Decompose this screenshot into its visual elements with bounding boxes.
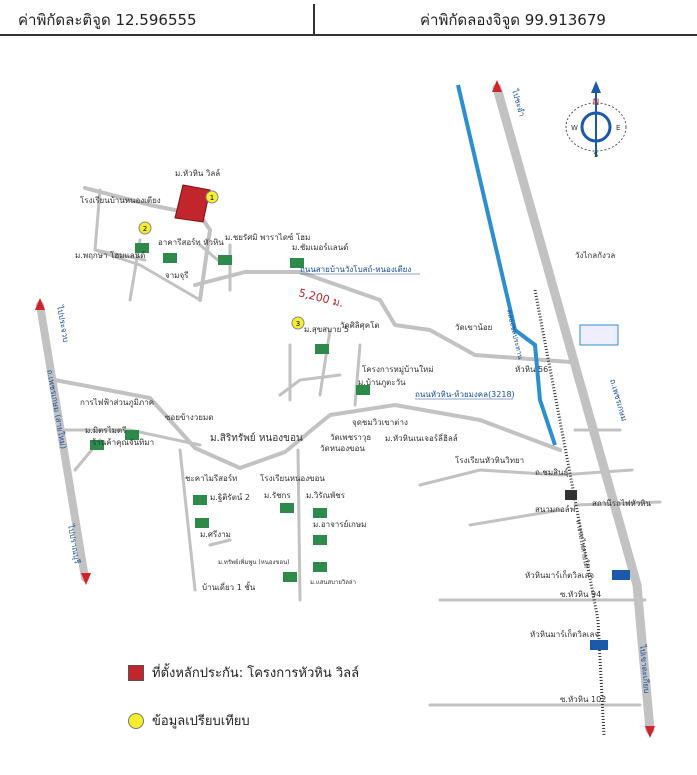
latitude-label: ค่าพิกัดละติจูด 12.596555: [18, 11, 197, 29]
label-p14: จุดชมวิวเขาต่าง: [352, 418, 408, 427]
label-p11: ม.มิตรไมตรี: [85, 426, 127, 435]
south-arrow-icon: [645, 726, 655, 738]
label-school2: โรงเรียนหัวหินวิทยา: [455, 455, 524, 465]
label-golf: สนามกอล์ฟ: [535, 504, 576, 514]
market-icon-2: [590, 640, 608, 650]
compass-s: S: [594, 151, 599, 159]
market-icon-1: [612, 570, 630, 580]
label-soi4: ซ.หัวหิน 102: [560, 695, 606, 704]
marker-2: 2: [143, 225, 147, 233]
marker-1: 1: [210, 194, 214, 202]
label-hwy-s: ไปเขาตะเกียบ: [638, 643, 651, 693]
label-p2: อาคารีสอร์ท หัวหิน: [158, 237, 224, 247]
label-p10: ซอยข้างวยมด: [165, 413, 213, 422]
label-p19: ม.รัชกร: [264, 491, 291, 500]
label-p22: ม.ทรัพย์เพิ่มพูน (หนองขอน): [218, 558, 290, 566]
palace-icon: [579, 324, 619, 346]
legend-collateral-label: ที่ตั้งหลักประกัน: โครงการหัวหิน วิลล์: [152, 666, 360, 681]
compass-icon: N S W E: [565, 81, 627, 159]
legend-comparison-label: ข้อมูลเปรียบเทียบ: [152, 714, 250, 729]
label-school1: โรงเรียนบ้านหนองเตียง: [80, 195, 161, 205]
compass-e: E: [616, 124, 620, 132]
label-market2: หัวหินมาร์เก็ตวิลเลจ: [530, 629, 599, 639]
label-p21: ม.อาจารย์เกษม: [313, 519, 366, 529]
left-north-arrow-icon: [35, 298, 45, 310]
compass-n: N: [593, 98, 600, 108]
label-p5: จามจุรี: [165, 271, 189, 280]
label-hwy-n: ไปชะอำ: [510, 87, 527, 117]
label-soi2: ถ.ชมสินธุ์: [535, 467, 568, 477]
label-temple1: วัดศิลิศุคโต: [340, 320, 380, 330]
housing-icons: [90, 243, 370, 582]
road-3218: [53, 378, 562, 470]
label-p12: ร้านค้าคุณจันทิมา: [92, 438, 154, 447]
north-arrow-icon: [492, 80, 502, 92]
comparison-swatch-icon: [128, 712, 144, 729]
label-p3: ม.ชยรัศมิ พาราไดซ์ โฮม: [225, 232, 310, 242]
collateral-site: [174, 184, 211, 223]
highway-phetkasem: [492, 83, 655, 735]
label-market1: หัวหินมาร์เก็ตวิลเลจ: [525, 570, 594, 580]
highway-left: [36, 301, 89, 582]
label-p4: ม.ชัมเมอร์แลนด์: [292, 242, 348, 252]
golf-icon: [565, 490, 577, 500]
label-temple4: วัดหนองขอน: [320, 444, 365, 453]
longitude-label: ค่าพิกัดลองจิจูด 99.913679: [420, 11, 606, 29]
header-divider: [313, 4, 315, 34]
collateral-swatch-icon: [128, 664, 144, 681]
label-temple3: วัดเพชราวุธ: [330, 433, 371, 442]
label-site: ม.หัวหิน วิลล์: [175, 168, 220, 178]
label-distance: 5,200 ม.: [297, 286, 345, 310]
label-p20: ม.วิรัณพัชร: [306, 491, 346, 500]
label-school3: โรงเรียนหนองขอน: [260, 473, 325, 483]
railway: [533, 289, 606, 736]
roads: [36, 83, 662, 735]
river-canal: [456, 84, 557, 446]
label-p23: ม.แสนสบายวิลล่า: [310, 579, 356, 586]
left-south-arrow-icon: [81, 573, 91, 585]
label-p1: ม.พฤกษา โฮมแลนด์: [75, 250, 145, 260]
label-p18: ม.ศรีงาม: [200, 530, 231, 539]
label-soi1: หัวหิน 56: [515, 365, 548, 374]
label-p7: โครงการหมู่บ้านใหม่: [362, 364, 434, 375]
label-p6: ม.สุขสบาย 5: [304, 325, 349, 334]
label-p17: ม.ฐิติรัตน์ 2: [210, 492, 250, 502]
legend-collateral: ที่ตั้งหลักประกัน: โครงการหัวหิน วิลล์: [128, 662, 359, 683]
label-p8: ม.บ้านภูตะวัน: [358, 378, 406, 388]
label-rail: ทางรถไฟสายใต้: [574, 519, 591, 569]
label-temple2: วัดเขาน้อย: [455, 323, 492, 332]
label-station: สถานีรถไฟหัวหิน: [592, 499, 652, 508]
road-minor: [58, 188, 662, 707]
label-p24: บ้านเดี่ยว 1 ชั้น: [202, 581, 256, 592]
compass-w: W: [571, 124, 578, 132]
coordinate-header: ค่าพิกัดละติจูด 12.596555 ค่าพิกัดลองจิจ…: [0, 0, 697, 36]
label-p16: ชะคาไมรีสอร์ท: [185, 473, 237, 483]
marker-3: 3: [296, 320, 300, 328]
label-road2: ถนนหัวหิน-ห้วยมงคล(3218): [415, 390, 515, 399]
label-p9: การไฟฟ้าส่วนภูมิภาค: [80, 398, 154, 408]
label-soi3: ซ.หัวหิน 94: [560, 590, 601, 599]
label-p15: ม.หัวหินเนเจอร์ลี่ฮิลล์: [385, 432, 458, 443]
label-left-n: ไปประจวบ: [55, 304, 70, 343]
legend-comparison: ข้อมูลเปรียบเทียบ: [128, 710, 250, 731]
label-road1: ถนนสายบ้านวังโบสถ์-หนองเตียง: [300, 264, 411, 274]
label-hwy-name: ถ.เพชรเกษม: [608, 378, 629, 422]
label-p13: ม.สิริทรัพย์ หนองขอน: [210, 432, 303, 444]
comparison-markers: 1 2 3: [138, 190, 305, 330]
label-palace: วังไกลกังวล: [575, 251, 615, 260]
